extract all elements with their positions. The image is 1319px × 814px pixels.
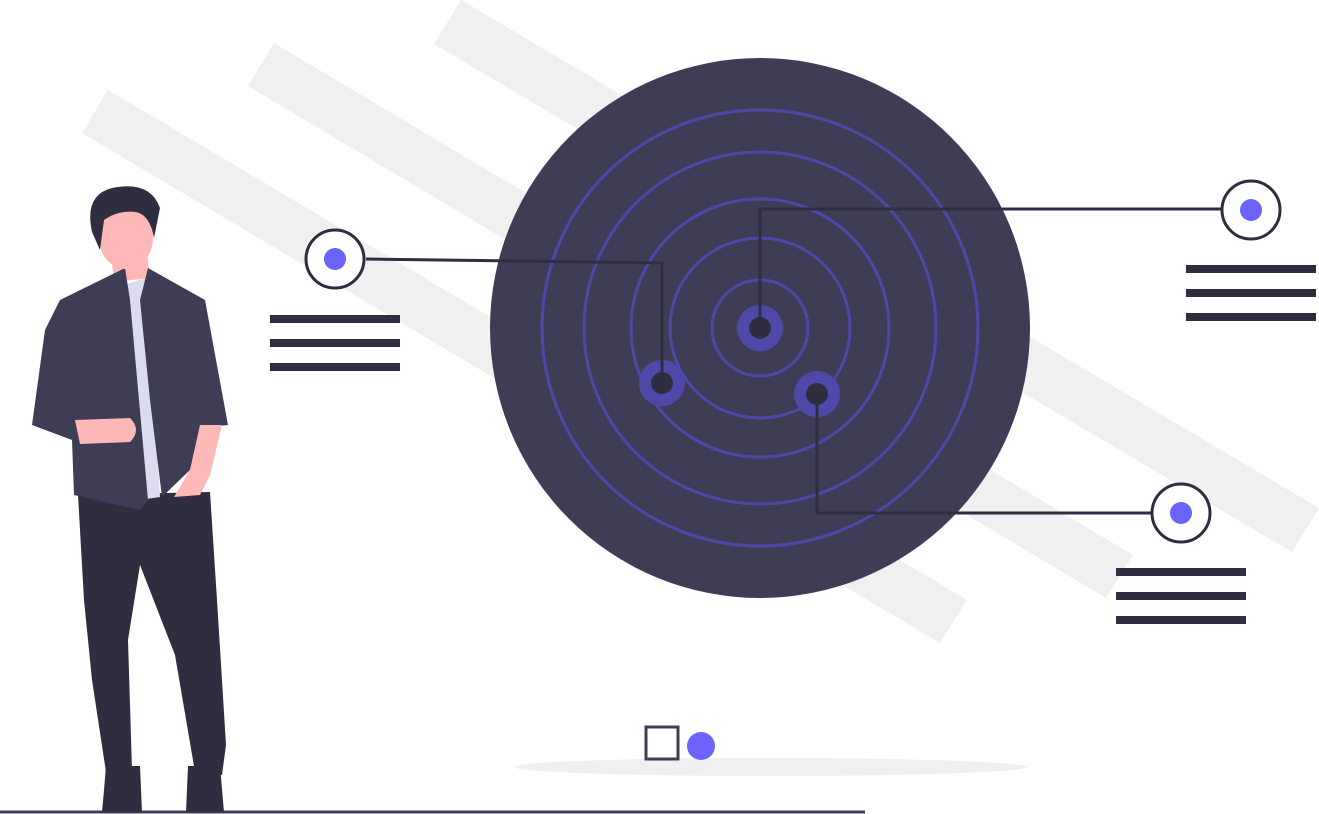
text-line xyxy=(270,339,400,347)
target-rings xyxy=(540,108,980,548)
connector-line-left xyxy=(365,257,664,383)
person-head xyxy=(99,207,153,269)
person-hand xyxy=(75,418,136,444)
target-ring xyxy=(582,150,938,506)
callout-node-dot xyxy=(1240,199,1262,221)
text-line xyxy=(1186,265,1316,273)
callout-bottom-right xyxy=(1116,482,1246,624)
person-shoe xyxy=(186,766,224,812)
target-ring xyxy=(540,108,980,548)
person-hair xyxy=(90,186,160,250)
person-shoe xyxy=(102,766,142,812)
text-lines-icon xyxy=(1116,568,1246,624)
text-line xyxy=(270,315,400,323)
ground-shadow xyxy=(514,758,1026,776)
text-line xyxy=(1116,616,1246,624)
circle-icon xyxy=(687,732,715,760)
target-ring xyxy=(629,197,891,459)
callout-left xyxy=(270,228,400,371)
square-icon xyxy=(644,725,680,761)
person-jacket xyxy=(140,268,228,497)
text-line xyxy=(1116,568,1246,576)
person-figure xyxy=(32,186,228,812)
text-line xyxy=(1116,592,1246,600)
connector-lines xyxy=(365,207,1222,515)
text-line xyxy=(270,363,400,371)
callout-top-right xyxy=(1186,179,1316,321)
connector-line-bottom-right xyxy=(815,394,1151,515)
text-lines-icon xyxy=(270,315,400,371)
person-jacket xyxy=(32,268,148,510)
person-legs xyxy=(78,492,226,775)
callout-node-dot xyxy=(324,248,346,270)
text-line xyxy=(1186,313,1316,321)
connector-line-top-right xyxy=(758,207,1222,328)
text-lines-icon xyxy=(1186,265,1316,321)
text-line xyxy=(1186,289,1316,297)
callout-node-dot xyxy=(1170,502,1192,524)
person-hand xyxy=(174,425,222,497)
